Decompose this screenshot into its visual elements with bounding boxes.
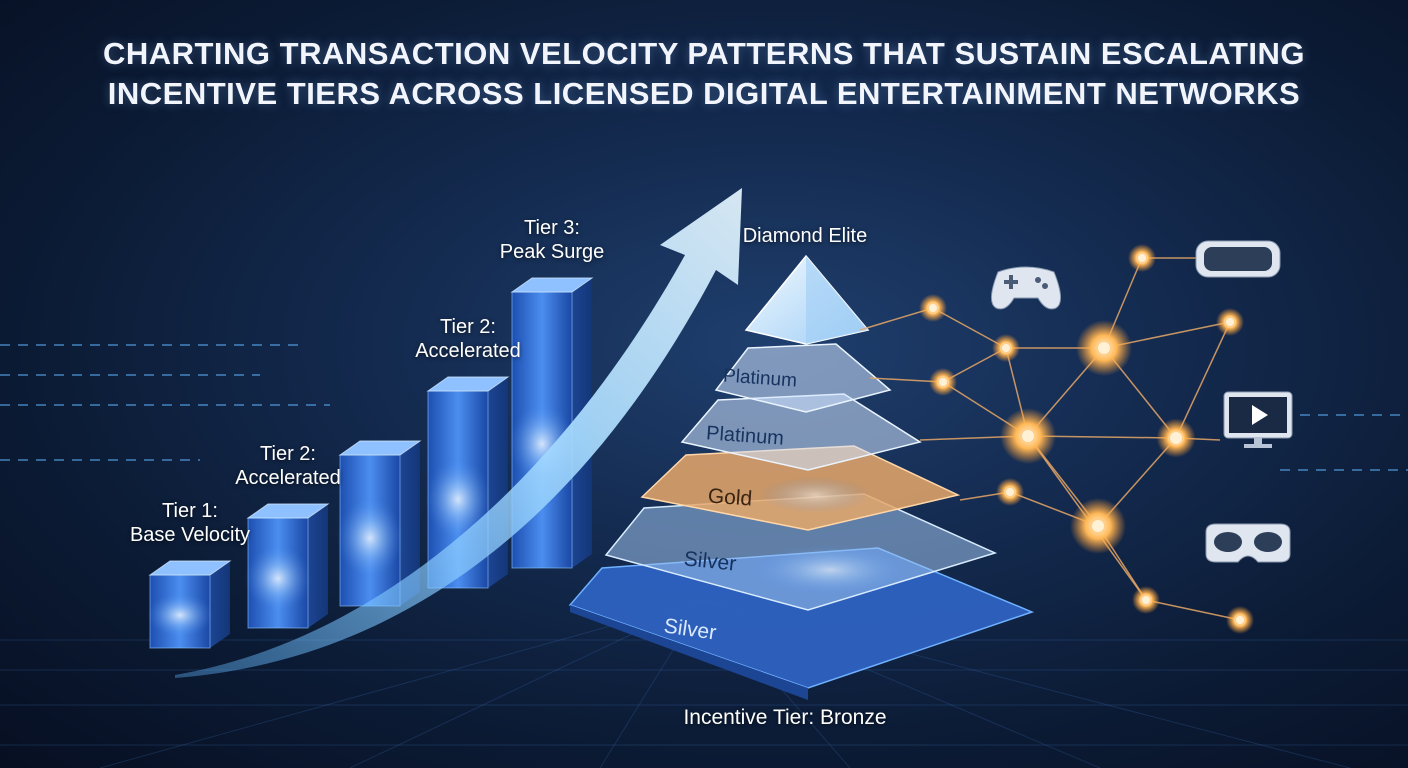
vr-goggles-icon [1205, 523, 1291, 563]
bar-label-5: Tier 3:Peak Surge [472, 216, 632, 264]
bar-label-line1: Tier 3: [524, 217, 580, 239]
network-node [1216, 308, 1244, 336]
vr-headset-icon [1195, 240, 1281, 278]
apex-label: Diamond Elite [742, 225, 868, 247]
bar-label-4: Tier 2:Accelerated [388, 315, 548, 363]
network-node [1128, 244, 1156, 272]
network-node [1226, 606, 1254, 634]
bar-label-1: Tier 1:Base Velocity [110, 499, 270, 547]
bar-label-line1: Tier 2: [440, 316, 496, 338]
data-stream-lines [0, 344, 1408, 471]
title-line-2: INCENTIVE TIERS ACROSS LICENSED DIGITAL … [107, 76, 1301, 111]
base-tier-label: Incentive Tier: Bronze [683, 706, 887, 729]
pyramid-layer-platinum-upper [714, 343, 892, 413]
bar-label-line1: Tier 1: [162, 500, 218, 522]
network-node [1076, 320, 1132, 376]
network-node [1000, 408, 1056, 464]
network-node [992, 334, 1020, 362]
bar-label-2: Tier 2:Accelerated [208, 442, 368, 490]
network-node [929, 368, 957, 396]
velocity-bar-3 [337, 440, 422, 607]
network-node [1070, 498, 1126, 554]
network-nodes [919, 244, 1254, 634]
velocity-bar-2 [245, 503, 330, 629]
network-node [1156, 418, 1196, 458]
bar-label-line2: Accelerated [415, 340, 521, 362]
title-line-1: CHARTING TRANSACTION VELOCITY PATTERNS T… [102, 36, 1306, 71]
rising-arrow [175, 188, 742, 678]
network-node [1132, 586, 1160, 614]
network-node [919, 294, 947, 322]
video-screen-icon [1223, 391, 1293, 448]
bar-label-line2: Base Velocity [129, 524, 251, 546]
gamepad-icon [991, 266, 1061, 310]
bar-label-line1: Tier 2: [260, 443, 316, 465]
bar-label-line2: Accelerated [235, 467, 341, 489]
bar-label-line2: Peak Surge [499, 241, 605, 263]
network-node [996, 478, 1024, 506]
velocity-bar-1 [147, 560, 232, 649]
incentive-pyramid [568, 254, 1035, 700]
